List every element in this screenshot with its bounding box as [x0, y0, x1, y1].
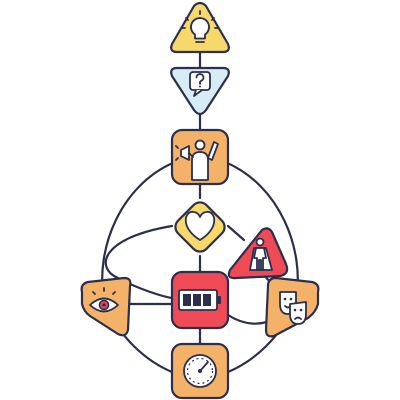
theater-masks-icon [279, 291, 307, 325]
hero-with-cape-icon [249, 237, 273, 271]
question-speech-bubble-icon [189, 71, 211, 97]
solar-plexus-center[interactable] [264, 276, 320, 338]
lightbulb-icon [181, 10, 219, 43]
g-heart-connection [226, 224, 246, 242]
ajna-center[interactable] [170, 66, 230, 116]
sacral-center[interactable] [170, 270, 230, 330]
head-center[interactable] [170, 1, 230, 54]
speaking-person-megaphone-icon [175, 139, 219, 181]
eye-icon [89, 287, 119, 313]
battery-icon [178, 289, 221, 311]
root-center[interactable] [170, 342, 230, 400]
gauge-icon [183, 354, 217, 388]
heart-icon [184, 211, 216, 241]
outer-left-arc [101, 160, 177, 374]
g-loop-left [104, 224, 174, 300]
heart-center[interactable] [227, 227, 289, 280]
g-center[interactable] [172, 199, 229, 256]
throat-center[interactable] [170, 128, 230, 186]
spleen-center[interactable] [80, 276, 132, 337]
